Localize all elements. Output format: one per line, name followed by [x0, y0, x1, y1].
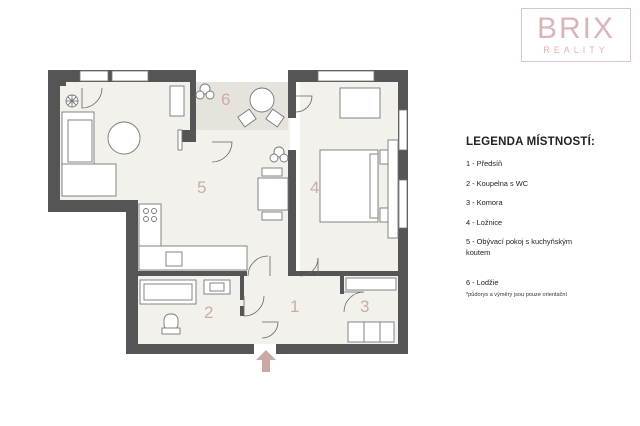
room-number-2: 2 — [204, 303, 213, 322]
furniture — [61, 83, 399, 343]
legend-item: 2 - Koupelna s WC — [466, 178, 529, 188]
loggia-table — [249, 87, 275, 113]
storage-shelf — [347, 321, 395, 343]
wall — [126, 200, 138, 354]
room-number-6: 6 — [221, 90, 230, 109]
room-legend: LEGENDA MÍSTNOSTÍ: 1 - Předsíň 2 - Koupe… — [466, 136, 636, 298]
wall — [288, 82, 296, 118]
door — [247, 255, 269, 277]
wall — [288, 271, 398, 276]
wall — [240, 306, 244, 316]
wall — [135, 271, 247, 276]
dining-table — [257, 177, 289, 211]
wall — [48, 70, 60, 212]
legend-item: 5 - Obývací pokoj s kuchyňským koutem — [466, 237, 572, 257]
wall — [190, 70, 196, 142]
door — [81, 87, 103, 109]
room-number-3: 3 — [360, 297, 369, 316]
brix-reality-logo: BRIX REALITY — [521, 8, 631, 62]
room-number-5: 5 — [197, 178, 206, 197]
wall — [180, 130, 196, 142]
door — [211, 141, 233, 163]
doors — [81, 87, 365, 339]
legend-note: *půdorys a výměry jsou pouze orientační — [466, 292, 568, 298]
entrance-arrow-icon — [256, 350, 276, 372]
wall — [240, 276, 244, 300]
desk — [339, 87, 381, 119]
bed — [319, 149, 379, 223]
logo-sub: REALITY — [543, 45, 609, 55]
legend-item: 1 - Předsíň — [466, 159, 503, 168]
wall — [276, 344, 408, 354]
legend-item: 4 - Ložnice — [466, 217, 503, 227]
room-number-4: 4 — [310, 178, 319, 197]
wall — [48, 200, 138, 212]
room-number-1: 1 — [290, 297, 299, 316]
wall — [340, 276, 344, 294]
coffee-table — [107, 121, 141, 155]
windows — [79, 70, 408, 229]
wall — [288, 150, 296, 276]
legend-item: 3 - Komora — [466, 198, 503, 207]
wall — [126, 344, 254, 354]
logo-brand: BRIX — [536, 12, 616, 45]
legend-item: 6 - Lodžie — [466, 277, 499, 287]
legend-title: LEGENDA MÍSTNOSTÍ: — [466, 136, 596, 148]
